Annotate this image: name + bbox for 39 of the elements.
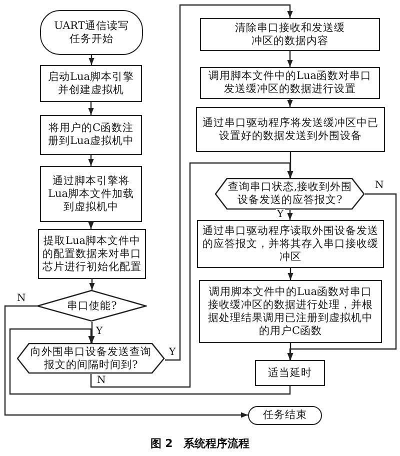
arrow xyxy=(287,210,293,220)
edge-label: Y xyxy=(168,347,177,358)
process-box: 提取Lua脚本文件中的配置数据来对串口芯片进行初始化配置 xyxy=(38,229,146,279)
edge-label: Y xyxy=(276,209,285,220)
process-box: 通过脚本引擎将Lua脚本文件加载到虚拟机中 xyxy=(40,166,142,222)
process-box: 启动Lua脚本引擎并创建虚拟机 xyxy=(40,65,142,102)
process-box: 通过串口驱动程序读取外围设备发送的应答报文，并将其存入串口接收缓冲区 xyxy=(197,220,384,268)
terminal-box: UART通信读写任务开始 xyxy=(40,10,143,55)
edge-label: Y xyxy=(95,326,104,337)
arrow xyxy=(88,222,94,229)
process-box: 调用脚本文件中的Lua函数对串口接收缓冲区的数据进行处理，并根据处理结果调用已注册到虚拟机中的用户C函数 xyxy=(199,280,382,343)
edge-label: N xyxy=(16,293,27,304)
arrow xyxy=(88,102,94,115)
decision-diamond: 串口使能? xyxy=(37,290,147,322)
arrow xyxy=(287,99,293,107)
arrow xyxy=(287,193,397,360)
arrow xyxy=(288,268,294,280)
edge-label: N xyxy=(96,375,107,386)
arrow xyxy=(89,279,95,290)
decision-hexagon: 向外围串口设备发送查询报文的间隔时间到? xyxy=(17,343,165,374)
process-box: 通过串口驱动程序将发送缓冲区中已设置好的数据发送到外围设备 xyxy=(196,107,385,152)
decision-hexagon: 查询串口状态,接收到外围设备发送的应答报文? xyxy=(215,178,365,210)
process-box: 将用户的C函数注册到Lua虚拟机中 xyxy=(40,115,142,155)
arrow xyxy=(4,305,248,418)
process-box: 调用脚本文件中的Lua函数对串口发送缓冲区的数据进行设置 xyxy=(200,67,380,99)
arrow xyxy=(89,322,95,343)
arrow xyxy=(165,4,293,361)
process-box: 清除串口接收和发送缓冲区的数据内容 xyxy=(200,18,380,51)
figure-caption: 图 2 系统程序流程 xyxy=(149,436,251,451)
edge-label: N xyxy=(374,180,385,191)
arrow xyxy=(88,155,94,166)
arrow xyxy=(287,51,293,67)
process-box: 适当延时 xyxy=(255,360,325,386)
arrow xyxy=(9,328,291,395)
arrow xyxy=(88,55,94,65)
terminal-box: 任务结束 xyxy=(248,406,322,425)
arrow xyxy=(90,162,293,388)
arrow xyxy=(288,343,294,360)
arrow xyxy=(288,152,294,178)
